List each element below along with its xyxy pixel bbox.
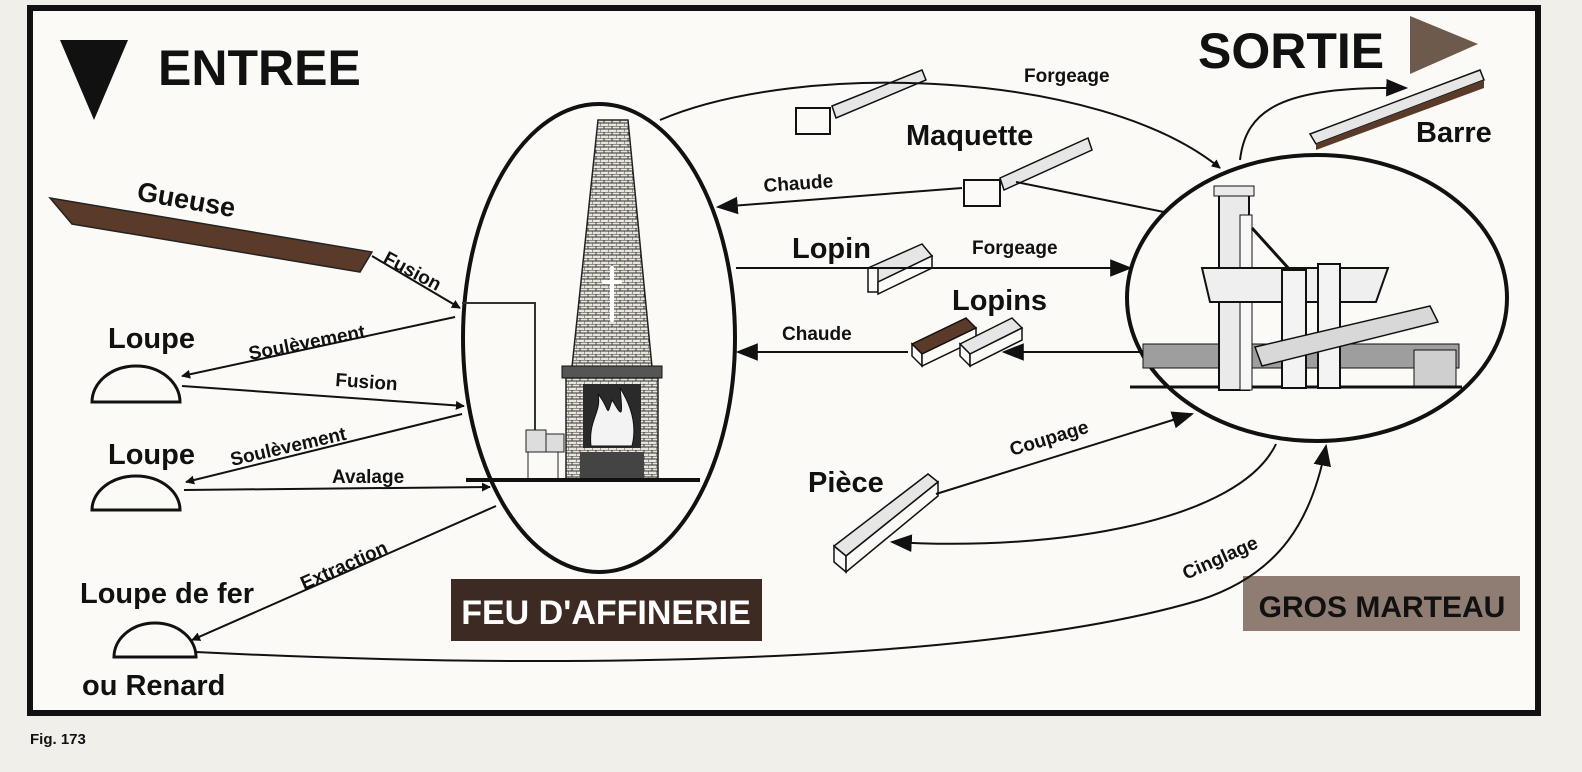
sortie-triangle-icon: [1410, 16, 1478, 74]
lopins-shape: [910, 317, 1024, 368]
barre-label: Barre: [1416, 117, 1492, 149]
gueuse-bar-shape: [48, 196, 374, 273]
forgeage-mid-label: Forgeage: [972, 238, 1058, 259]
piece-return-arrow: [889, 443, 1277, 552]
sortie-exit-arrow: [1239, 78, 1409, 161]
loupe-de-fer-label: Loupe de fer: [80, 578, 254, 610]
lopin-shape: [866, 243, 934, 296]
soulevement1-arrow: [181, 316, 456, 379]
entree-label: ENTREE: [158, 40, 361, 96]
fusion2-label: Fusion: [335, 370, 399, 395]
chaude2-label: Chaude: [782, 324, 852, 345]
chaude1-arrow: [715, 187, 963, 215]
forgeage-top-arrow: [659, 81, 1221, 169]
feu-affinerie-box: [451, 579, 762, 641]
feu-affinerie-label: FEU D'AFFINERIE: [461, 594, 751, 632]
lopin-label: Lopin: [792, 233, 871, 265]
forgeage-top-label: Forgeage: [1024, 66, 1110, 87]
loupe1-shape: [90, 364, 182, 404]
gros-marteau-label: GROS MARTEAU: [1259, 591, 1506, 624]
renard-label: ou Renard: [82, 670, 225, 702]
loupe2-label: Loupe: [108, 439, 195, 471]
barre-shape: [1308, 69, 1485, 150]
gros-marteau-box: [1243, 576, 1520, 631]
chaude1-label: Chaude: [763, 171, 834, 197]
loupe1-label: Loupe: [108, 323, 195, 355]
fusion2-arrow: [181, 385, 465, 410]
cinglage-arrow: [195, 443, 1331, 662]
piece-shape: [832, 473, 940, 574]
piece-label: Pièce: [808, 467, 884, 499]
maquette-link-line: [1015, 181, 1165, 213]
entree-triangle-icon: [60, 40, 128, 120]
hammer-illustration: [1130, 185, 1462, 391]
loupe2-shape: [90, 474, 182, 512]
avalage-arrow: [183, 482, 491, 492]
soulevement2-arrow: [185, 413, 463, 485]
avalage-label: Avalage: [332, 467, 404, 488]
lopins-label: Lopins: [952, 285, 1047, 317]
maquette-label: Maquette: [906, 120, 1033, 152]
figure-caption: Fig. 173: [30, 731, 86, 748]
forge-hearth-illustration: [462, 119, 700, 482]
sortie-label: SORTIE: [1198, 23, 1384, 79]
maquette-shape: [963, 136, 1093, 207]
fusion1-arrow: [371, 255, 461, 309]
loupe-de-fer-shape: [112, 621, 198, 659]
extraction-arrow: [191, 505, 497, 641]
coupage-arrow: [935, 411, 1195, 495]
